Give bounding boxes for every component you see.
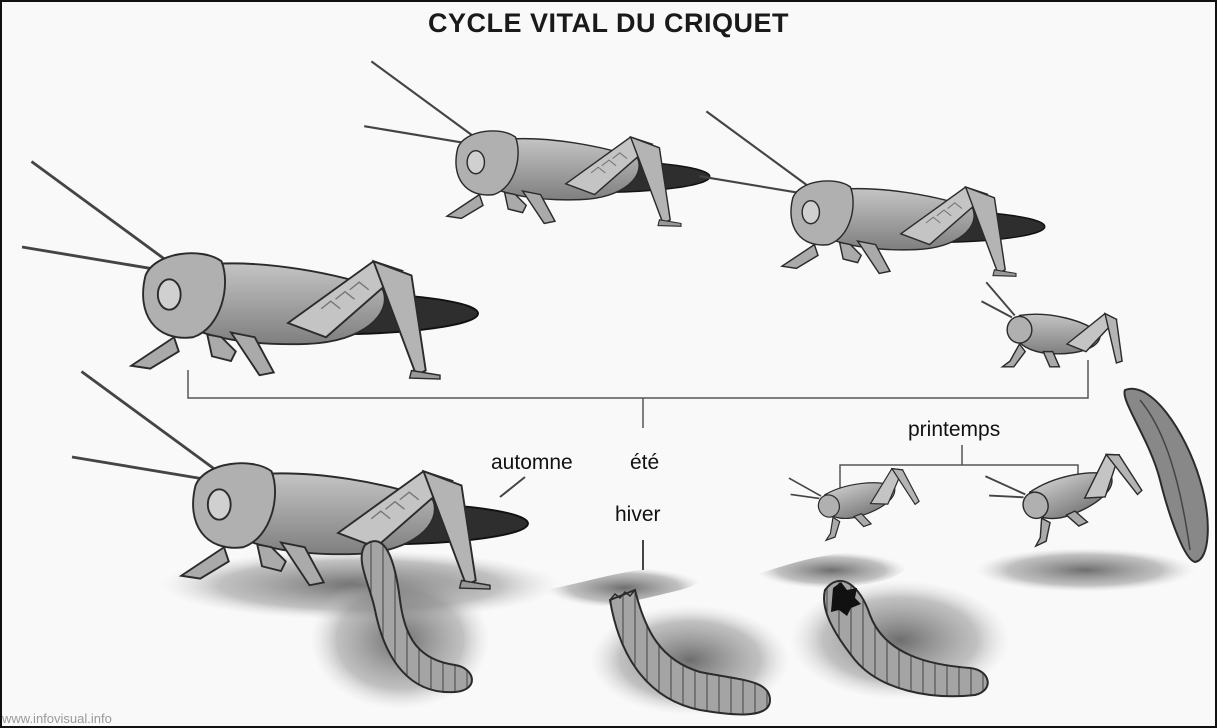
hatching-egg-pod-illustration — [755, 439, 1010, 700]
young-nymph-illustration — [982, 282, 1123, 367]
emerging-nymph-illustration — [975, 389, 1208, 592]
adult-grasshopper-middle-illustration — [364, 61, 710, 226]
egg-laying-female-illustration — [72, 372, 560, 711]
egg-pod-winter-illustration — [545, 567, 790, 715]
autumn-pointer-line — [500, 477, 525, 497]
label-autumn: automne — [491, 451, 573, 475]
page-title: CYCLE VITAL DU CRIQUET — [0, 8, 1217, 39]
label-spring: printemps — [908, 418, 1000, 442]
watermark: www.infovisual.info — [2, 711, 112, 726]
label-winter: hiver — [615, 503, 661, 527]
adult-grasshopper-right-illustration — [699, 111, 1045, 276]
label-summer: été — [630, 451, 659, 475]
adult-grasshopper-large-illustration — [22, 162, 478, 380]
